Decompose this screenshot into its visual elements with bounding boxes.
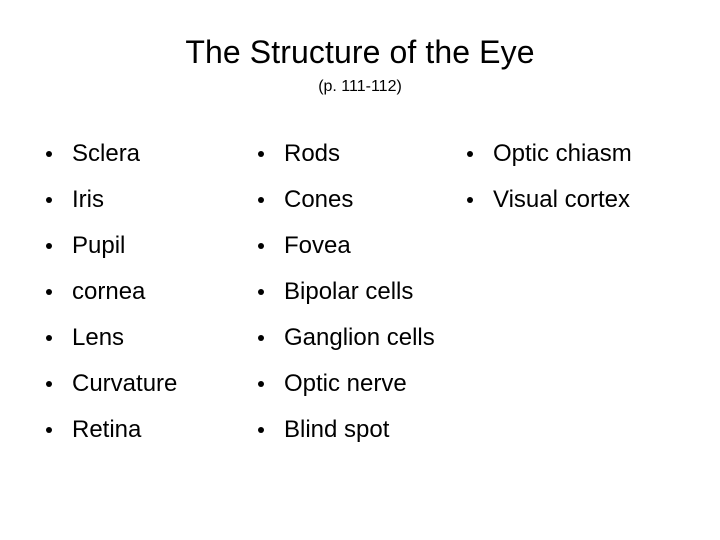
list-item-label: Fovea: [284, 232, 351, 259]
bullet-dot-icon: [467, 197, 473, 203]
bullet-dot-icon: [258, 243, 264, 249]
bullet-dot-icon: [46, 381, 52, 387]
title-block: The Structure of the Eye (p. 111-112): [0, 33, 720, 97]
list-item: Lens: [41, 315, 241, 361]
bullet-dot-icon: [46, 335, 52, 341]
list-item: cornea: [41, 269, 241, 315]
bullet-dot-icon: [258, 381, 264, 387]
list-item-label: Optic nerve: [284, 370, 407, 397]
bullet-dot-icon: [258, 335, 264, 341]
bullet-dot-icon: [46, 197, 52, 203]
bullet-dot-icon: [46, 151, 52, 157]
bullet-list: Rods Cones Fovea Bipolar cells Ganglion …: [253, 131, 458, 453]
bullet-dot-icon: [467, 151, 473, 157]
eye-structures-column: Sclera Iris Pupil cornea Lens: [41, 131, 241, 453]
bullet-dot-icon: [258, 197, 264, 203]
list-item-label: Ganglion cells: [284, 324, 435, 351]
bullet-dot-icon: [46, 289, 52, 295]
list-item-label: Visual cortex: [493, 186, 630, 213]
list-item-label: Curvature: [72, 370, 178, 397]
list-item-label: Iris: [72, 186, 104, 213]
bullet-dot-icon: [258, 151, 264, 157]
list-item-label: Retina: [72, 416, 142, 443]
page-title: The Structure of the Eye: [185, 34, 535, 70]
list-item: Retina: [41, 407, 241, 453]
bullet-dot-icon: [258, 427, 264, 433]
page-reference-subtitle: (p. 111-112): [318, 78, 402, 95]
list-item: Bipolar cells: [253, 269, 458, 315]
visual-pathway-column: Optic chiasm Visual cortex: [462, 131, 712, 223]
list-item-label: Rods: [284, 140, 341, 167]
list-item: Curvature: [41, 361, 241, 407]
list-item: Optic chiasm: [462, 131, 712, 177]
list-item: Blind spot: [253, 407, 458, 453]
list-item: Rods: [253, 131, 458, 177]
retina-structures-column: Rods Cones Fovea Bipolar cells Ganglion …: [253, 131, 458, 453]
list-item-label: cornea: [72, 278, 146, 305]
bullet-dot-icon: [46, 243, 52, 249]
bullet-columns: Sclera Iris Pupil cornea Lens: [0, 131, 720, 461]
list-item: Cones: [253, 177, 458, 223]
list-item: Ganglion cells: [253, 315, 458, 361]
list-item-label: Optic chiasm: [493, 140, 632, 167]
list-item: Optic nerve: [253, 361, 458, 407]
bullet-list: Optic chiasm Visual cortex: [462, 131, 712, 223]
list-item-label: Cones: [284, 186, 354, 213]
list-item-label: Blind spot: [284, 416, 390, 443]
list-item: Pupil: [41, 223, 241, 269]
list-item: Sclera: [41, 131, 241, 177]
list-item: Visual cortex: [462, 177, 712, 223]
list-item: Iris: [41, 177, 241, 223]
list-item-label: Sclera: [72, 140, 141, 167]
list-item: Fovea: [253, 223, 458, 269]
bullet-dot-icon: [46, 427, 52, 433]
list-item-label: Bipolar cells: [284, 278, 414, 305]
bullet-dot-icon: [258, 289, 264, 295]
list-item-label: Lens: [72, 324, 125, 351]
list-item-label: Pupil: [72, 232, 126, 259]
bullet-list: Sclera Iris Pupil cornea Lens: [41, 131, 241, 453]
